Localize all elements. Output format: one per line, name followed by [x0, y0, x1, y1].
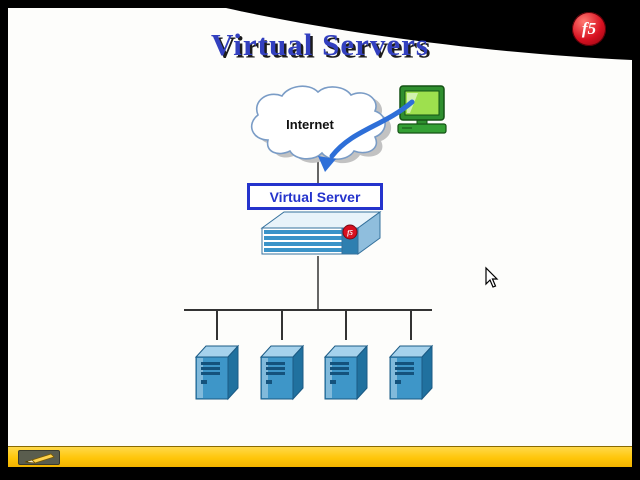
f5-logo: f5: [572, 12, 606, 46]
server-connector-line: [216, 310, 218, 340]
internet-label: Internet: [286, 117, 334, 132]
server-connector-line: [280, 310, 283, 340]
annotation-toolbar: [8, 446, 632, 467]
server-connector-line: [345, 310, 348, 340]
server-icon: [259, 344, 304, 401]
virtual-server-label: Virtual Server: [269, 188, 361, 205]
server-icon: [388, 344, 434, 401]
server-node: [257, 310, 307, 404]
f5-logo-text: f5: [581, 19, 597, 38]
pen-tool-button[interactable]: [18, 450, 60, 465]
pencil-icon: [24, 453, 55, 464]
server-node: [321, 310, 371, 404]
server-pool-row: [192, 310, 436, 404]
server-icon: [324, 344, 369, 401]
slide-title: Virtual Servers: [211, 27, 429, 62]
server-node: [192, 310, 242, 404]
virtual-server-box: Virtual Server: [247, 183, 383, 210]
server-connector-line: [409, 310, 412, 340]
server-node: [386, 310, 436, 404]
server-icon: [194, 344, 240, 401]
